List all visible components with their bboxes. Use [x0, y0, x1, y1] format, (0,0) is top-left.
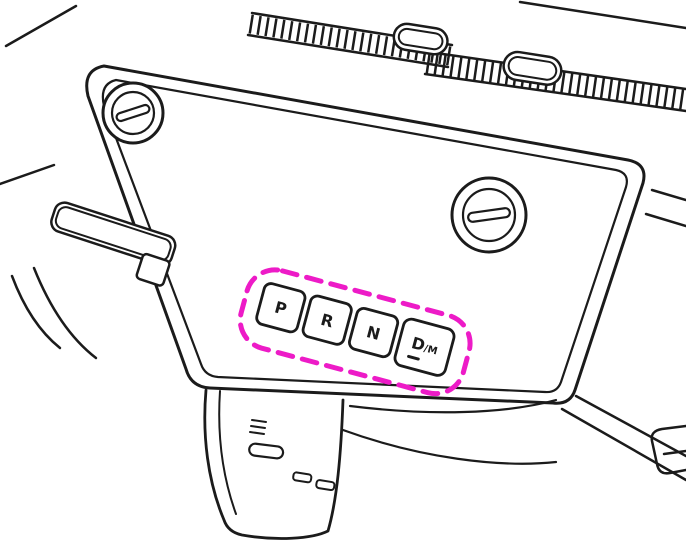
center-dial: [450, 176, 528, 254]
shift-button-label-drive-manual: D/M: [409, 333, 440, 358]
line-art: P R N D/M: [0, 0, 686, 540]
shift-button-reverse: [301, 294, 353, 346]
shifter-panel-edge-line: [348, 398, 558, 414]
shifter-panel: [85, 64, 646, 414]
a-pillar-line: [4, 4, 78, 48]
right-trim-lines: [644, 188, 686, 228]
lower-console: [203, 388, 558, 540]
manual-mode-indicator: [407, 354, 420, 361]
door-handle-bracket: [650, 424, 686, 475]
shift-button-panel: P R N D/M: [237, 267, 473, 397]
lower-console-inner-line: [218, 390, 237, 515]
center-dial-slot: [467, 207, 511, 223]
vent-slot-upper-outer: [392, 22, 449, 56]
console-port-left: [292, 471, 313, 484]
menu-lines-icon: [249, 419, 267, 435]
shift-button-drive-manual: [393, 317, 456, 377]
console-ports: [292, 471, 336, 491]
vent-slot-lower: [502, 50, 563, 86]
side-pocket: [50, 201, 177, 287]
center-dial-inner-ring: [461, 187, 517, 243]
shift-button-park: [255, 282, 307, 334]
console-underside-line: [341, 428, 558, 465]
vent-slot-lower-inner: [507, 56, 558, 81]
side-pocket-latch: [135, 252, 171, 287]
vent-slot-upper: [392, 22, 449, 56]
console-port-right: [315, 479, 336, 491]
steering-column-lines: [10, 266, 98, 360]
vent-slot-lower-outer: [502, 50, 563, 86]
side-pocket-outer: [50, 201, 177, 267]
lower-right-trim-lines: [560, 394, 686, 482]
left-dial-slot: [115, 103, 151, 123]
dash-edge-line: [0, 163, 56, 186]
background-structure: [0, 0, 686, 482]
vent-slot-upper-inner: [397, 27, 444, 51]
shifter-panel-inner-line: [101, 78, 628, 394]
console-port-slot: [248, 442, 285, 460]
left-dial: [101, 81, 165, 145]
shift-button-label-reverse: R: [319, 310, 336, 332]
manual-label: /M: [423, 343, 439, 357]
roofline-line: [518, 0, 686, 30]
side-pocket-inner: [54, 206, 172, 262]
left-dial-inner-ring: [110, 90, 156, 136]
drive-label: D: [409, 333, 427, 355]
vent-band-lower-hatch: [425, 52, 686, 111]
shift-button-label-park: P: [273, 298, 290, 319]
selector-highlight-outline: [237, 267, 473, 397]
lower-console-outline: [203, 388, 345, 540]
shift-button-neutral: [348, 307, 400, 359]
shift-button-label-neutral: N: [365, 322, 383, 344]
